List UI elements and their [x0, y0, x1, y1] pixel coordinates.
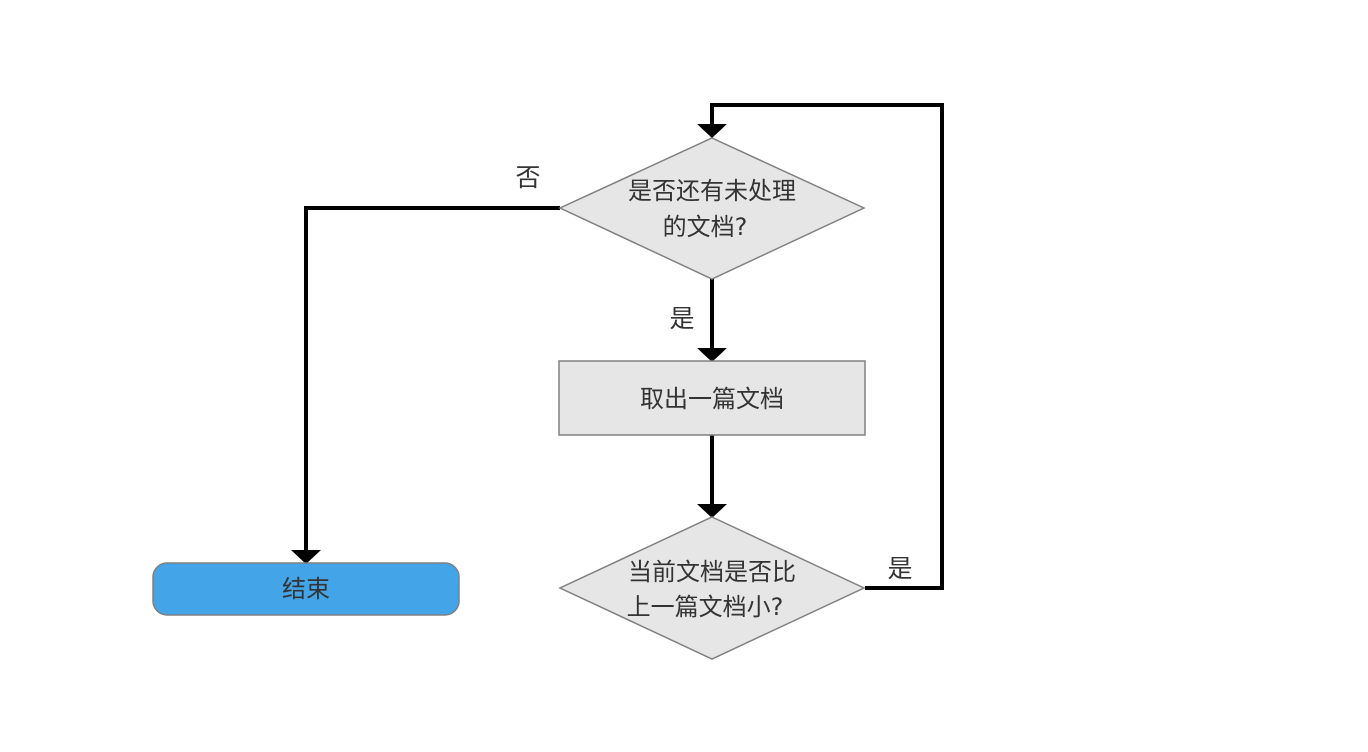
edge-no-to-end	[304, 206, 560, 552]
decision-remaining-node: 是否还有未处理 的文档?	[558, 137, 866, 280]
decision-compare-line-1: 当前文档是否比	[628, 558, 796, 586]
take-document-label: 取出一篇文档	[640, 385, 784, 413]
arrowheads	[291, 124, 727, 564]
end-shape	[152, 562, 460, 616]
take-document-node: 取出一篇文档	[558, 360, 866, 436]
edge-label-no: 否	[515, 163, 540, 192]
take-document-shape	[558, 360, 866, 436]
arrowhead-to-decision	[697, 124, 727, 138]
arrowhead-to-take	[697, 348, 727, 362]
end-node: 结束	[152, 562, 460, 616]
edge-label-yes-down: 是	[669, 304, 694, 333]
decision-compare-shape	[558, 516, 866, 660]
decision-compare-node: 当前文档是否比 上一篇文档小?	[558, 516, 866, 660]
decision-remaining-shape	[558, 137, 866, 280]
arrowhead-to-compare	[697, 504, 727, 518]
arrowhead-to-end	[291, 550, 321, 564]
decision-compare-line-2: 上一篇文档小?	[627, 593, 784, 621]
edge-label-yes-loop: 是	[887, 554, 912, 583]
edge-yes-loop-back	[710, 103, 944, 590]
end-label: 结束	[282, 575, 330, 603]
decision-remaining-line-2: 的文档?	[663, 213, 748, 241]
edges	[304, 103, 944, 590]
decision-remaining-line-1: 是否还有未处理	[628, 177, 796, 205]
